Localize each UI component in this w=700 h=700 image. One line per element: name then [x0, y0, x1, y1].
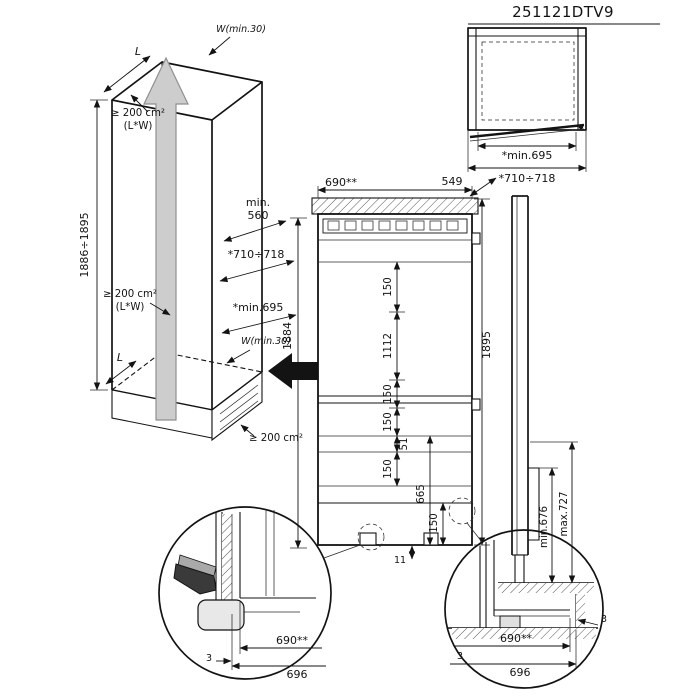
- adjustable-foot: [197, 599, 245, 631]
- door-hinge-point: [578, 124, 584, 130]
- top-view-detail: *min.695 *710÷718: [467, 27, 587, 185]
- dim-min676: min.676: [539, 506, 550, 548]
- dim-w-min30-mid: W(min.30): [241, 336, 291, 347]
- dim-depth-min-label: min.: [246, 196, 270, 209]
- detail-marker-left: [357, 523, 385, 551]
- dim-detail-left-width: 690**: [276, 634, 308, 647]
- dim-665: 665: [416, 484, 427, 503]
- detail-marker-right: [448, 497, 476, 525]
- dim-detail-right-gap-right: 3: [601, 614, 607, 625]
- vent-area-bottom: ≥ 200 cm²: [249, 433, 303, 444]
- vent-area-mid-1: ≥ 200 cm²: [103, 289, 157, 300]
- dim-fridge-width: 690**: [325, 176, 357, 189]
- hinge-middle: [471, 398, 481, 411]
- fridge-front-view: 690** 549 1895 150 1112 150 150 51 150 6…: [311, 175, 497, 566]
- dim-depth-min-value: 560: [248, 209, 269, 222]
- floor-hatch-detail: [452, 628, 596, 639]
- dim-150-c: 150: [383, 412, 394, 431]
- rear-foot: [499, 615, 521, 629]
- airflow-up-arrow: [143, 56, 189, 421]
- vent-area-top-1: ≥ 200 cm²: [111, 108, 165, 119]
- dim-detail-right-gap-left: 3: [457, 651, 463, 662]
- fridge-side-view: min.676 max.727: [498, 195, 594, 593]
- detail-circle-left: 690** 3 696: [158, 506, 385, 681]
- dim-detail-left-gap: 3: [206, 653, 212, 664]
- dim-150-d: 150: [383, 459, 394, 478]
- worktop-hatched: [311, 197, 479, 215]
- dim-150-e: 150: [429, 513, 440, 532]
- dim-fridge-depth: 549: [442, 175, 463, 188]
- vent-area-top-2: (L*W): [124, 121, 153, 132]
- hinge-top: [471, 232, 481, 245]
- detail-zoom-left: [158, 506, 332, 680]
- dim-150-b: 150: [383, 384, 394, 403]
- vent-area-mid-2: (L*W): [116, 302, 145, 313]
- foot-left: [359, 532, 377, 546]
- dim-1112: 1112: [383, 333, 394, 359]
- dim-inner-height-1884: 1884: [281, 322, 294, 350]
- dim-l-bottom: L: [117, 351, 123, 364]
- dim-w-min30-top: W(min.30): [216, 24, 266, 35]
- vent-grille: [322, 218, 468, 234]
- detail-zoom-right: [444, 529, 604, 689]
- dim-fridge-height: 1895: [480, 331, 493, 359]
- floor-hatch: [498, 583, 594, 593]
- dim-top-view-min695: *min.695: [502, 149, 553, 162]
- side-foot: [514, 554, 525, 584]
- plinth-vent-face: [211, 370, 263, 442]
- dim-detail-right-total: 696: [510, 666, 531, 679]
- dim-max727: max.727: [559, 492, 570, 537]
- insertion-direction-arrow: [268, 353, 318, 389]
- dim-11: 11: [394, 555, 406, 566]
- dim-top-view-width: *710÷718: [499, 172, 556, 185]
- dim-detail-right-width: 690**: [500, 632, 532, 645]
- dim-niche-width: *710÷718: [228, 248, 285, 261]
- dim-detail-left-total: 696: [287, 668, 308, 681]
- model-label: 251121DTV9: [468, 3, 660, 25]
- model-number: 251121DTV9: [512, 3, 614, 21]
- dim-51: 51: [399, 438, 410, 451]
- dim-niche-depth-min695: *min.695: [233, 301, 284, 314]
- detail-circle-right: 3 690** 696 3: [444, 497, 607, 689]
- fridge-body: [317, 213, 473, 546]
- niche-isometric-view: W(min.30) L ≥ 200 cm² (L*W) 1886÷1895 mi…: [78, 24, 318, 549]
- pedal-lever: [173, 563, 217, 595]
- foot-right: [423, 532, 439, 546]
- dim-l-top: L: [135, 45, 141, 58]
- dim-150-a: 150: [383, 277, 394, 296]
- dim-niche-height: 1886÷1895: [78, 212, 91, 277]
